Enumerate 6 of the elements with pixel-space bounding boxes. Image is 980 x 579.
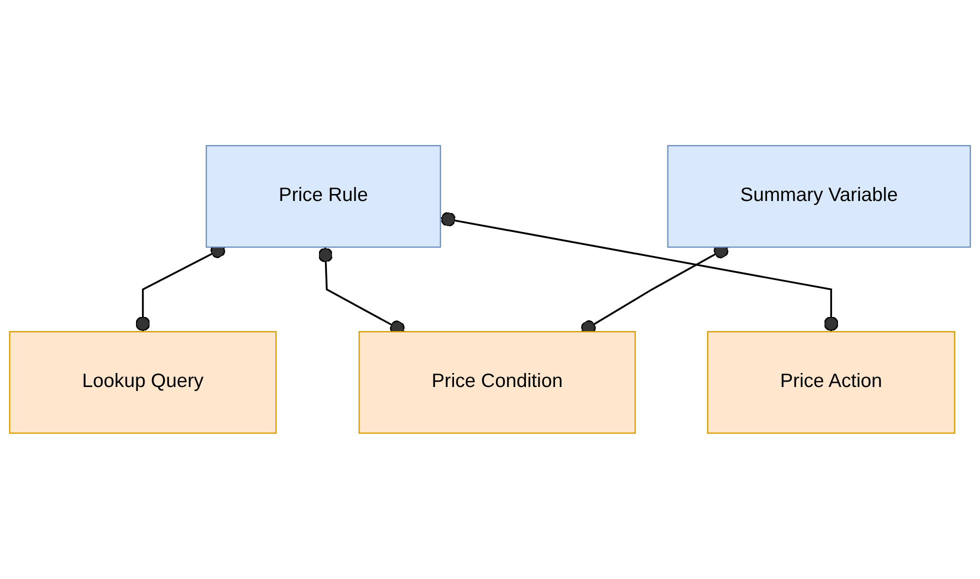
node-box: Lookup Query <box>9 331 277 434</box>
node-box: Summary Variable <box>667 145 971 248</box>
node-box: Price Rule <box>206 145 442 248</box>
node-box: Price Condition <box>358 331 636 434</box>
connector <box>440 212 838 332</box>
node-box: Price Action <box>707 331 956 434</box>
